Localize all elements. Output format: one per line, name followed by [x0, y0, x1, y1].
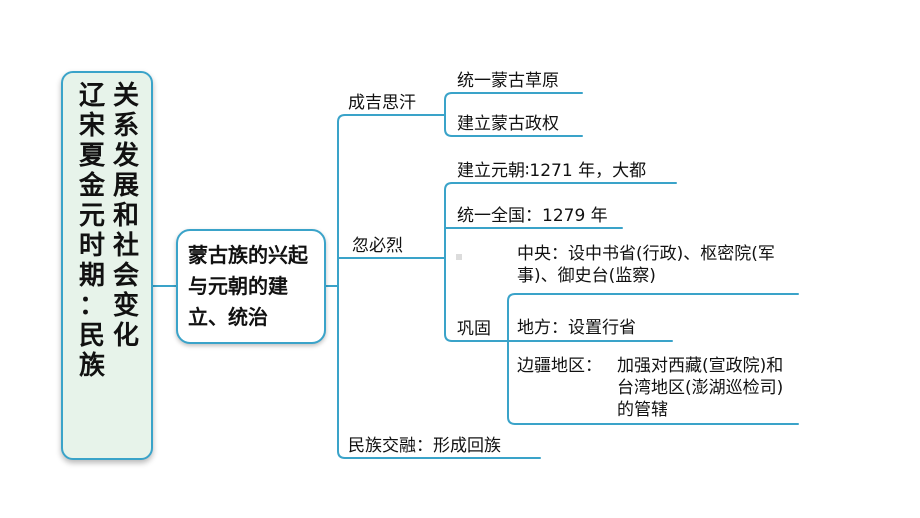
title-box: 辽宋夏金元时期：民族 关系发展和社会变化 [61, 71, 153, 460]
title-column-2: 关系发展和社会变化 [111, 81, 141, 351]
title-char: 会 [112, 261, 139, 291]
title-char: 期 [78, 261, 105, 291]
bullet-marker [456, 254, 462, 260]
branch-kublai-label: 忽必烈 [352, 236, 403, 256]
title-char: 元 [78, 201, 105, 231]
spine-main [337, 114, 346, 459]
branch-ethnic-label: 民族交融：形成回族 [348, 436, 501, 456]
spine-kublai [444, 182, 453, 342]
title-char: 发 [112, 141, 139, 171]
consolidate-label: 巩固 [457, 319, 491, 339]
title-char: 化 [112, 321, 139, 351]
title-char: 时 [78, 231, 105, 261]
title-char: 金 [78, 171, 105, 201]
consolidate-frontier-text: 加强对西藏(宣政院)和台湾地区(澎湖巡检司)的管辖 [617, 356, 784, 420]
title-char: 夏 [78, 141, 105, 171]
title-char: 民 [78, 321, 105, 351]
center-topic: 蒙古族的兴起与元朝的建立、统治 [188, 243, 308, 329]
spine-consolidate [507, 293, 516, 425]
title-char: 和 [112, 201, 139, 231]
title-char: 展 [112, 171, 139, 201]
kublai-item-1: 建立元朝∶1271 年，大都 [457, 161, 647, 181]
genghis-item-1: 统一蒙古草原 [457, 71, 559, 91]
kublai-item-2: 统一全国：1279 年 [457, 206, 608, 226]
center-topic-box: 蒙古族的兴起与元朝的建立、统治 [176, 229, 326, 344]
spine-genghis [444, 92, 453, 137]
branch-genghis-label: 成吉思汗 [348, 93, 416, 113]
consolidate-frontier-label: 边疆地区： [517, 356, 602, 376]
consolidate-local: 地方：设置行省 [517, 318, 636, 338]
consolidate-central: 中央：设中书省(行政)、枢密院(军事)、御史台(监察) [517, 244, 775, 286]
title-char: 辽 [78, 81, 105, 111]
genghis-item-2: 建立蒙古政权 [457, 114, 559, 134]
title-column-1: 辽宋夏金元时期：民族 [77, 81, 107, 381]
title-char: 宋 [78, 111, 105, 141]
title-char: 系 [112, 111, 139, 141]
title-char: ： [78, 291, 105, 321]
title-char: 族 [78, 351, 105, 381]
title-char: 关 [112, 81, 139, 111]
title-char: 变 [112, 291, 139, 321]
title-char: 社 [112, 231, 139, 261]
